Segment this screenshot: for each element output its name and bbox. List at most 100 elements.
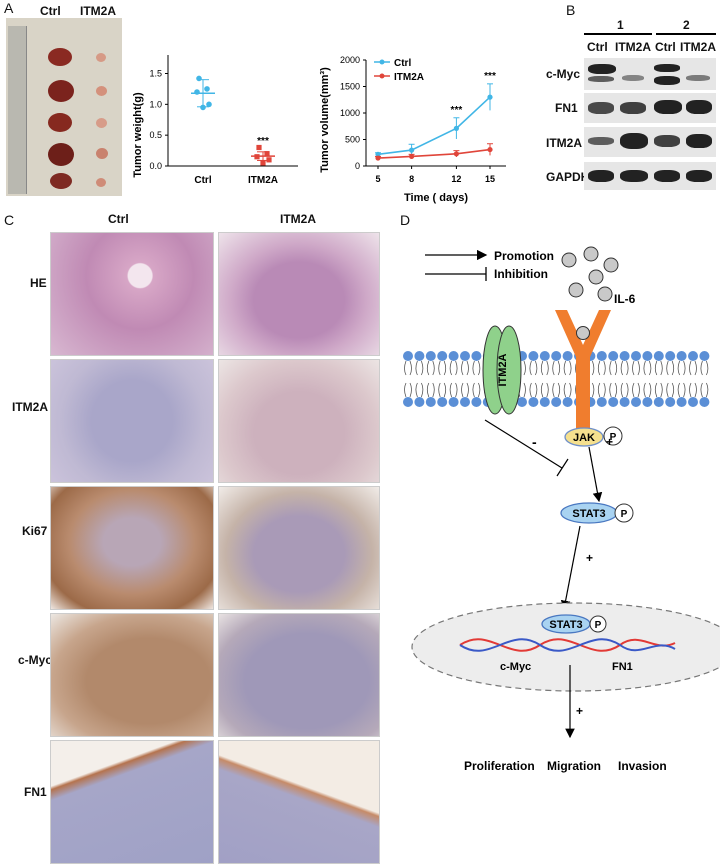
lipid-tail bbox=[689, 382, 697, 398]
phospho-jak bbox=[603, 426, 623, 446]
ihc-col-ctrl: Ctrl bbox=[108, 212, 129, 226]
lipid-tail bbox=[449, 360, 458, 376]
lipid-tail bbox=[529, 382, 538, 398]
wb-blot-itm2a bbox=[584, 127, 716, 157]
lipid-tail bbox=[449, 382, 458, 398]
il6-receptor bbox=[555, 310, 611, 430]
lipid-head bbox=[414, 397, 425, 407]
weight-point bbox=[260, 160, 266, 166]
lipid-tail bbox=[654, 382, 663, 398]
legend-itm2a-marker bbox=[379, 73, 385, 79]
wb-lane-label: ITM2A bbox=[615, 40, 651, 54]
lipid-tail bbox=[563, 382, 572, 398]
lipid-head bbox=[551, 397, 562, 407]
legend-inhibition: Inhibition bbox=[494, 267, 548, 281]
lipid-head bbox=[448, 351, 459, 361]
ihc-fn1-ctrl bbox=[50, 740, 214, 864]
ihc-itm2a-ctrl bbox=[50, 359, 214, 483]
stat3-label: STAT3 bbox=[572, 508, 605, 520]
weight-y-tick-label: 0.0 bbox=[149, 161, 162, 171]
lipid-head bbox=[619, 351, 630, 361]
lipid-tail bbox=[700, 382, 709, 398]
ctrl-tumor bbox=[48, 113, 72, 132]
lipid-head bbox=[448, 397, 459, 407]
lipid-head bbox=[699, 351, 710, 361]
tumor-photo bbox=[6, 18, 122, 196]
wb-blot-cmyc bbox=[584, 58, 716, 90]
volume-point bbox=[487, 94, 493, 100]
lipid-tail bbox=[404, 382, 412, 398]
lipid-head bbox=[562, 351, 573, 361]
lipid-head bbox=[596, 397, 607, 407]
volume-xlabel: Time ( days) bbox=[404, 192, 468, 204]
itm2a-inhibition-line bbox=[484, 419, 563, 469]
lipid-tail bbox=[620, 382, 629, 398]
weight-sig-label: *** bbox=[257, 136, 269, 147]
itm2a-protein: ITM2A bbox=[482, 325, 522, 415]
lipid-head bbox=[517, 397, 527, 407]
ctrl-tumor bbox=[50, 173, 72, 189]
ihc-row-label: FN1 bbox=[24, 785, 47, 799]
volume-sig-label: *** bbox=[451, 105, 463, 116]
lipid-head bbox=[642, 351, 653, 361]
volume-x-tick-label: 15 bbox=[485, 174, 495, 184]
lipid-tail bbox=[620, 360, 629, 376]
ctrl-tumor bbox=[48, 143, 74, 166]
weight-ylabel: Tumor weight(g) bbox=[132, 92, 144, 178]
lipid-head bbox=[665, 351, 676, 361]
jak-label: JAK bbox=[573, 432, 595, 444]
weight-point bbox=[200, 104, 206, 111]
panel-label-a: A bbox=[4, 0, 14, 16]
lipid-tail bbox=[404, 360, 412, 376]
volume-y-tick-label: 500 bbox=[345, 135, 360, 145]
lipid-head bbox=[631, 351, 641, 361]
lipid-tail bbox=[563, 360, 572, 376]
cell-membrane bbox=[403, 351, 710, 407]
outcome-sign: + bbox=[576, 704, 583, 718]
itm2a-tumor bbox=[96, 53, 106, 62]
lipid-head bbox=[653, 351, 664, 361]
weight-point bbox=[206, 101, 212, 108]
nucleus bbox=[411, 602, 720, 692]
volume-point bbox=[409, 147, 415, 153]
wb-row-label: GAPDH bbox=[546, 170, 590, 184]
weight-x-tick-label: Ctrl bbox=[194, 175, 211, 186]
wb-blot-gapdh bbox=[584, 162, 716, 190]
lipid-head bbox=[437, 351, 448, 361]
weight-point bbox=[196, 75, 202, 82]
wb-row-label: c-Myc bbox=[546, 67, 581, 81]
volume-y-tick-label: 0 bbox=[355, 161, 360, 171]
ctrl-tumor bbox=[48, 80, 74, 102]
wb-group-2: 2 bbox=[683, 18, 690, 32]
lipid-tail bbox=[426, 360, 435, 376]
lipid-tail bbox=[426, 382, 435, 398]
wb-lane-label: Ctrl bbox=[655, 40, 676, 54]
volume-point bbox=[453, 151, 459, 157]
volume-ylabel: Tumor volume(mm³) bbox=[319, 67, 331, 173]
lipid-tail bbox=[700, 360, 709, 376]
lipid-tail bbox=[609, 360, 618, 376]
itm2a-tumor bbox=[96, 118, 107, 128]
ihc-he-ctrl bbox=[50, 232, 214, 356]
ihc-he-itm2a bbox=[218, 232, 380, 356]
legend-promotion: Promotion bbox=[494, 249, 554, 263]
il6-molecules bbox=[561, 246, 619, 302]
lipid-head bbox=[608, 351, 619, 361]
lipid-head bbox=[688, 351, 698, 361]
lipid-head bbox=[619, 397, 630, 407]
lipid-tail bbox=[609, 382, 618, 398]
panel-label-d: D bbox=[400, 212, 411, 228]
lipid-tail bbox=[438, 382, 447, 398]
wb-group-1-line bbox=[584, 33, 652, 35]
cmyc-gene-label: c-Myc bbox=[500, 661, 531, 673]
svg-text:P: P bbox=[610, 432, 617, 443]
volume-point bbox=[375, 151, 381, 157]
lipid-tail bbox=[597, 382, 606, 398]
lipid-tail bbox=[552, 382, 561, 398]
legend-ctrl-label: Ctrl bbox=[394, 58, 411, 69]
lipid-tail bbox=[529, 360, 538, 376]
lipid-head bbox=[562, 397, 573, 407]
lipid-head bbox=[403, 351, 413, 361]
panel-label-c: C bbox=[4, 212, 15, 228]
